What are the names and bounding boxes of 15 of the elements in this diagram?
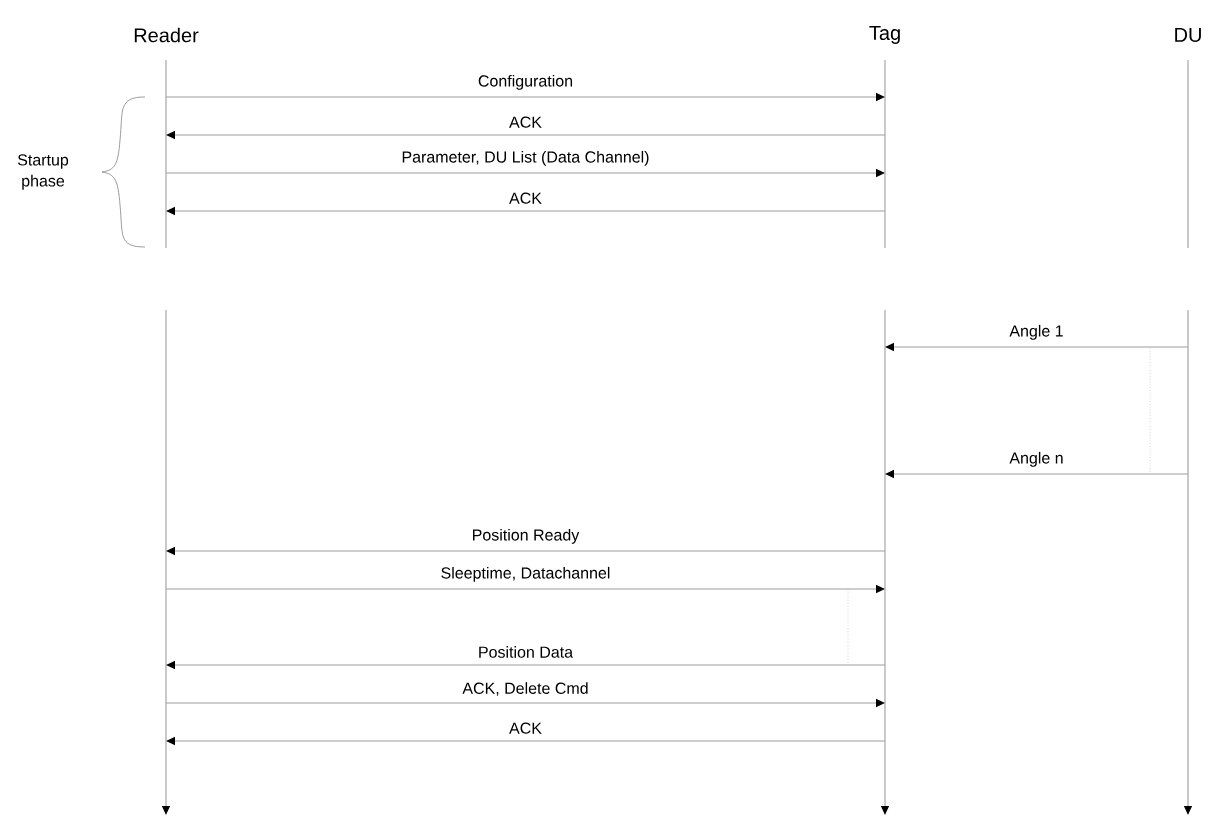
edge-label: Configuration (478, 74, 573, 90)
edge-label: ACK (509, 722, 542, 734)
edge-label: Parameter, DU List (Data Channel) (402, 150, 649, 166)
edge-label: Angle 1 (1009, 324, 1063, 340)
edge-label: Angle n (1009, 451, 1063, 467)
edge-label: ACK (509, 116, 542, 128)
edge-label: Position Data (479, 646, 574, 658)
edge-label: Position Ready (473, 528, 580, 544)
edge-label: ACK, Delete Cmd (462, 682, 588, 696)
participant-label: Tag (869, 26, 900, 44)
edge-label: ACK (509, 192, 542, 204)
participant-label: Reader (134, 27, 199, 43)
phase-label: Startup phase (17, 154, 69, 190)
participant-label: DU (1175, 28, 1201, 42)
edge-label: Sleeptime, Datachannel (441, 566, 610, 582)
